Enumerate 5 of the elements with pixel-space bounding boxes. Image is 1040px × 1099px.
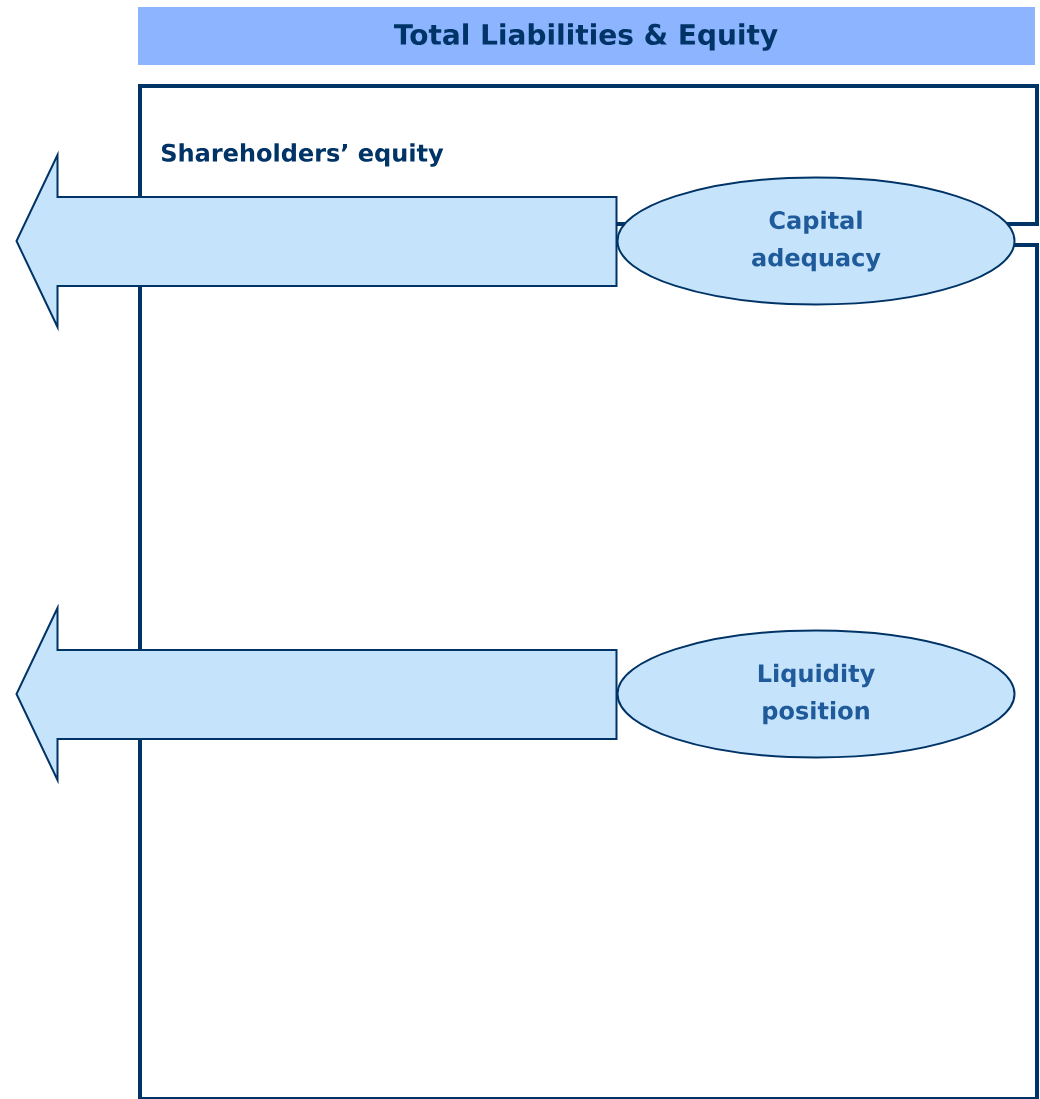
oval: Liquidity position (616, 629, 1016, 759)
block-arrow (15, 603, 618, 785)
oval: Capital adequacy (616, 176, 1016, 306)
title-band: Total Liabilities & Equity (138, 7, 1035, 65)
block-arrow (15, 150, 618, 332)
